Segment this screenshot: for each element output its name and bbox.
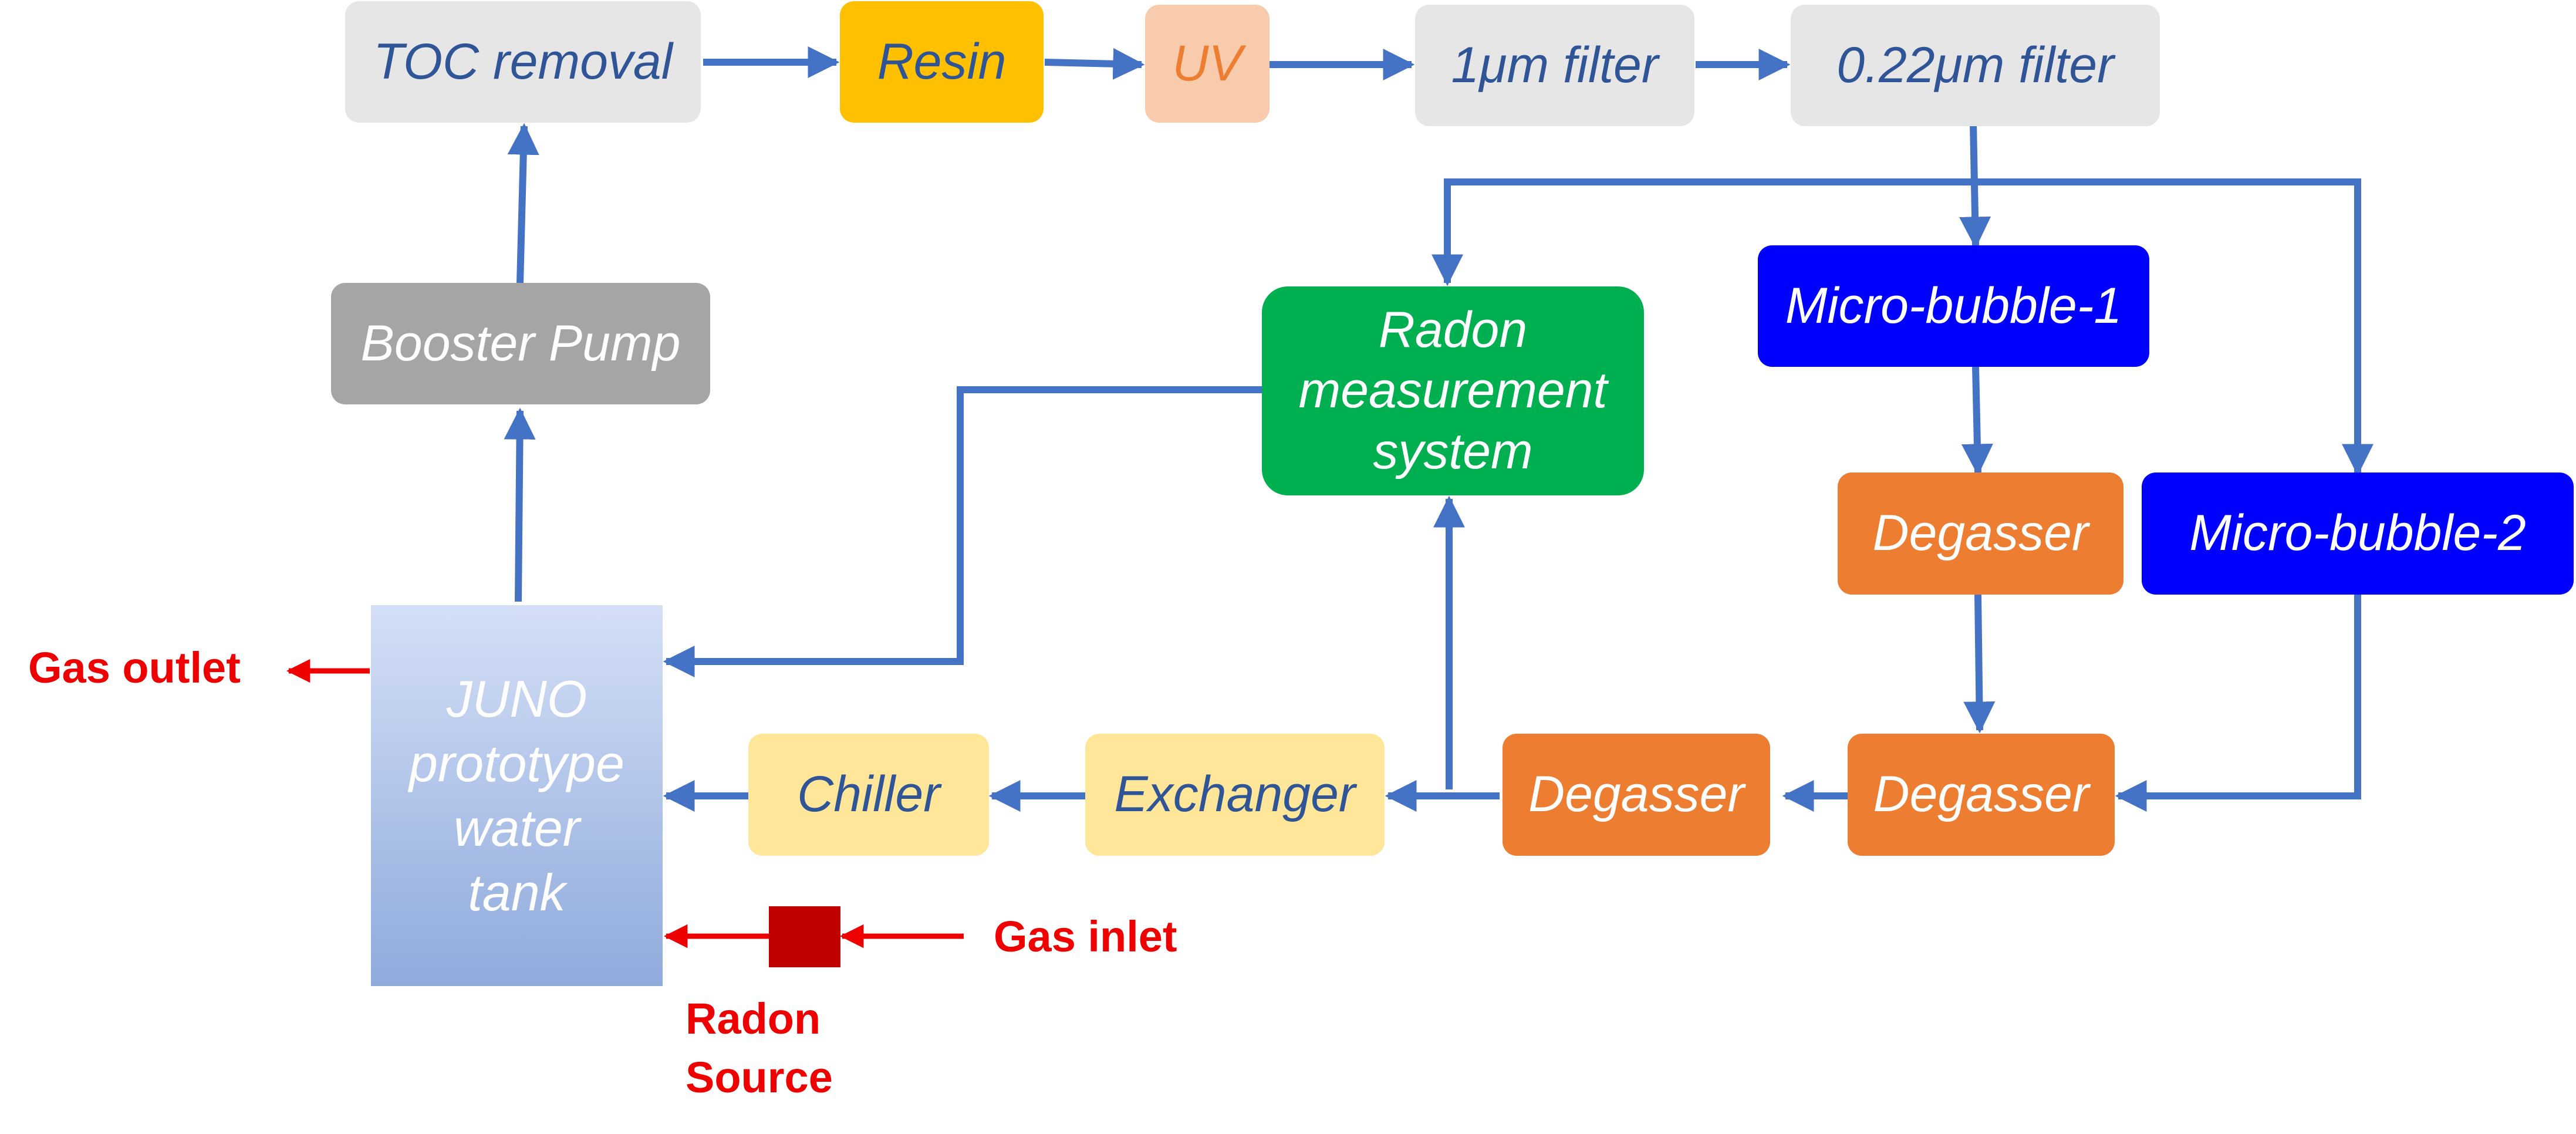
exchanger-box: Exchanger bbox=[1085, 734, 1385, 856]
gas-inlet-label: Gas inlet bbox=[994, 912, 1177, 961]
radon-measurement-box: Radon measurement system bbox=[1262, 286, 1644, 495]
radon-source-line-2: Source bbox=[686, 1052, 833, 1102]
resin-label: Resin bbox=[877, 33, 1007, 90]
arrow-radon-measurement-to-tank bbox=[663, 386, 1262, 677]
arrow-tank-to-booster-pump bbox=[504, 407, 536, 602]
arrow-micro-bubble-2-to-degasser-right bbox=[2115, 595, 2361, 812]
resin-box: Resin bbox=[840, 1, 1044, 123]
arrow-degasser-to-degasser-right bbox=[1963, 594, 1996, 734]
arrow-micro-bubble-1-to-degasser bbox=[1961, 366, 1993, 476]
chiller-label: Chiller bbox=[797, 766, 940, 823]
arrow-resin-to-uv bbox=[1044, 48, 1145, 80]
micro-bubble-1-box: Micro-bubble-1 bbox=[1758, 245, 2149, 367]
uv-label: UV bbox=[1172, 35, 1243, 92]
arrow-split-to-micro-bubble-2 bbox=[1976, 178, 2374, 476]
arrow-booster-pump-to-toc bbox=[507, 123, 539, 284]
degasser-upper-box: Degasser bbox=[1838, 473, 2123, 595]
tank-label-line-1: JUNO bbox=[446, 669, 588, 728]
radon-source-label: Radon Source bbox=[686, 990, 833, 1107]
filter-022um-label: 0.22μm filter bbox=[1836, 36, 2114, 93]
degasser-right-box: Degasser bbox=[1848, 734, 2115, 856]
filter-022um-box: 0.22μm filter bbox=[1791, 5, 2160, 126]
booster-pump-box: Booster Pump bbox=[331, 283, 710, 404]
uv-box: UV bbox=[1145, 5, 1270, 123]
degasser-right-label: Degasser bbox=[1873, 766, 2089, 823]
juno-prototype-water-tank: JUNO prototype water tank bbox=[371, 605, 663, 986]
radon-source-box bbox=[769, 906, 840, 967]
degasser-upper-label: Degasser bbox=[1872, 505, 2089, 562]
tank-label-line-2: prototype bbox=[409, 734, 624, 792]
radon-measurement-line-2: measurement bbox=[1298, 362, 1608, 419]
radon-measurement-line-1: Radon bbox=[1378, 302, 1528, 359]
radon-measurement-line-3: system bbox=[1373, 423, 1533, 480]
exchanger-label: Exchanger bbox=[1114, 766, 1356, 823]
micro-bubble-2-label: Micro-bubble-2 bbox=[2189, 505, 2526, 562]
micro-bubble-1-label: Micro-bubble-1 bbox=[1785, 277, 2122, 334]
micro-bubble-2-box: Micro-bubble-2 bbox=[2142, 473, 2574, 595]
gas-outlet-label: Gas outlet bbox=[28, 643, 241, 692]
toc-removal-box: TOC removal bbox=[345, 1, 701, 123]
degasser-left-box: Degasser bbox=[1503, 734, 1770, 856]
arrow-split-to-radon-measurement bbox=[1432, 178, 1976, 286]
toc-removal-label: TOC removal bbox=[373, 33, 673, 90]
tank-label-line-3: water bbox=[453, 798, 580, 857]
filter-1um-label: 1μm filter bbox=[1451, 36, 1659, 93]
booster-pump-label: Booster Pump bbox=[360, 315, 681, 372]
tank-label-line-4: tank bbox=[468, 863, 566, 922]
chiller-box: Chiller bbox=[748, 734, 989, 856]
radon-source-line-1: Radon bbox=[686, 994, 821, 1043]
degasser-left-label: Degasser bbox=[1528, 766, 1745, 823]
filter-1um-box: 1μm filter bbox=[1415, 5, 1694, 126]
